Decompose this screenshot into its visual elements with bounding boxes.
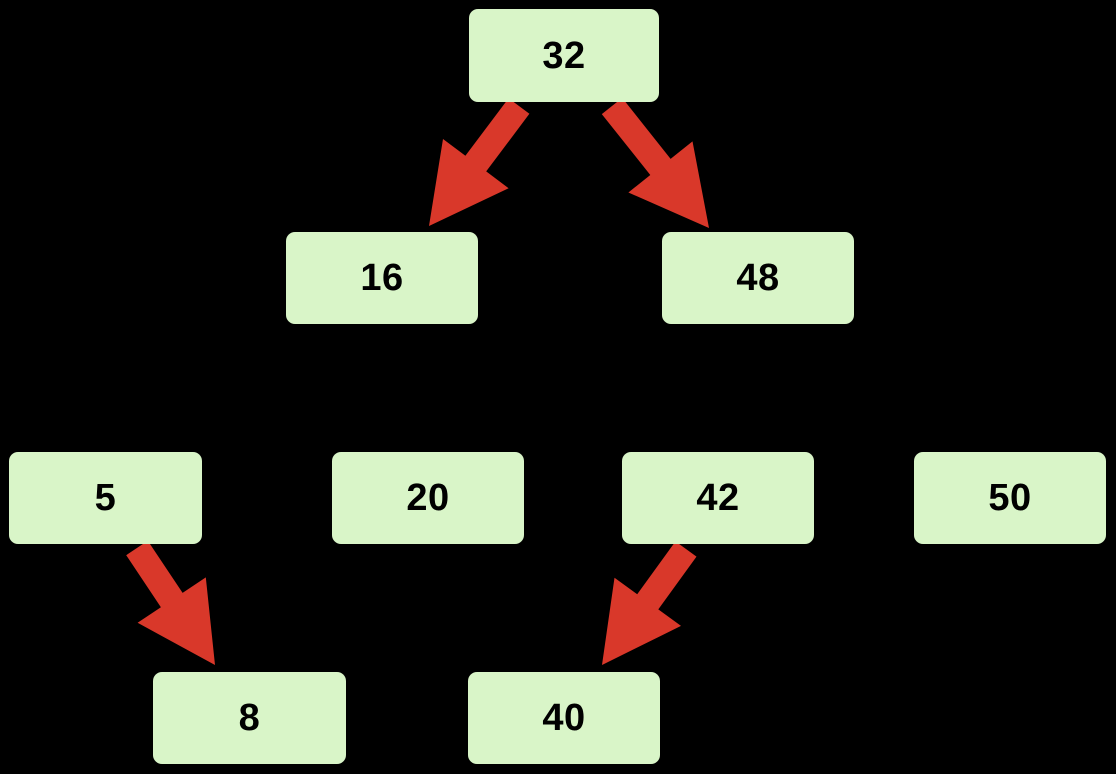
node-label: 5 (94, 477, 117, 519)
tree-node-48[interactable]: 48 (662, 232, 854, 324)
tree-node-50[interactable]: 50 (914, 452, 1106, 544)
edge-arrow-n42-to-n40 (602, 541, 697, 665)
tree-node-20[interactable]: 20 (332, 452, 524, 544)
tree-node-8[interactable]: 8 (153, 672, 346, 764)
edge-arrow-n32-to-n48 (601, 97, 709, 229)
node-label: 48 (736, 257, 780, 299)
node-label: 20 (406, 477, 450, 519)
tree-node-40[interactable]: 40 (468, 672, 660, 764)
edge-arrow-n5-to-n8 (126, 540, 215, 665)
node-label: 40 (542, 697, 586, 739)
node-label: 32 (542, 34, 586, 77)
node-label: 42 (696, 477, 740, 519)
tree-node-42[interactable]: 42 (622, 452, 814, 544)
tree-node-5[interactable]: 5 (9, 452, 202, 544)
tree-node-16[interactable]: 16 (286, 232, 478, 324)
tree-node-32[interactable]: 32 (469, 9, 659, 102)
node-label: 16 (360, 257, 404, 299)
edge-arrow-n32-to-n16 (429, 98, 530, 226)
node-label: 8 (238, 697, 261, 739)
node-label: 50 (988, 477, 1032, 519)
